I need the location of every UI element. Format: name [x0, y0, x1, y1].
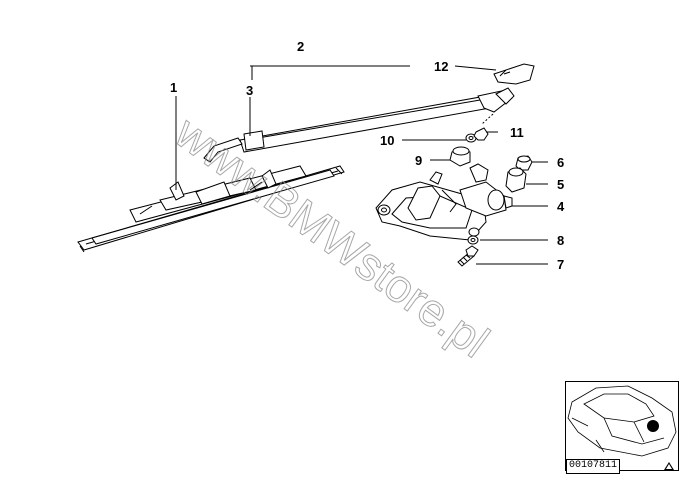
callout-4: 4 — [557, 199, 565, 214]
callout-7: 7 — [557, 257, 564, 272]
arm-cover-cap[interactable] — [493, 63, 535, 85]
callout-8: 8 — [557, 233, 564, 248]
leader-lines — [175, 65, 548, 265]
rubber-grommet-9[interactable] — [449, 146, 471, 167]
callout-1: 1 — [170, 80, 177, 95]
warning-triangle-icon — [664, 462, 674, 470]
nut-and-washer[interactable] — [465, 127, 489, 143]
callout-10: 10 — [380, 133, 394, 148]
callout-5: 5 — [557, 177, 564, 192]
diagram-number: 00107811 — [566, 459, 621, 474]
wiper-motor[interactable] — [375, 163, 513, 241]
callout-6: 6 — [557, 155, 564, 170]
washer-8[interactable] — [467, 235, 479, 245]
wiper-blade[interactable] — [77, 165, 345, 253]
wiper-arm[interactable] — [203, 87, 515, 163]
callout-2: 2 — [297, 39, 304, 54]
rubber-mount-5[interactable] — [505, 167, 527, 193]
thumbnail-frame — [565, 381, 679, 471]
callout-3: 3 — [246, 83, 253, 98]
callout-12: 12 — [434, 59, 448, 74]
callout-labels: 1 2 3 12 10 11 9 6 5 4 8 7 — [170, 39, 565, 272]
callout-11: 11 — [510, 125, 524, 140]
hex-bolt-7[interactable] — [457, 245, 479, 267]
callout-9: 9 — [415, 153, 422, 168]
